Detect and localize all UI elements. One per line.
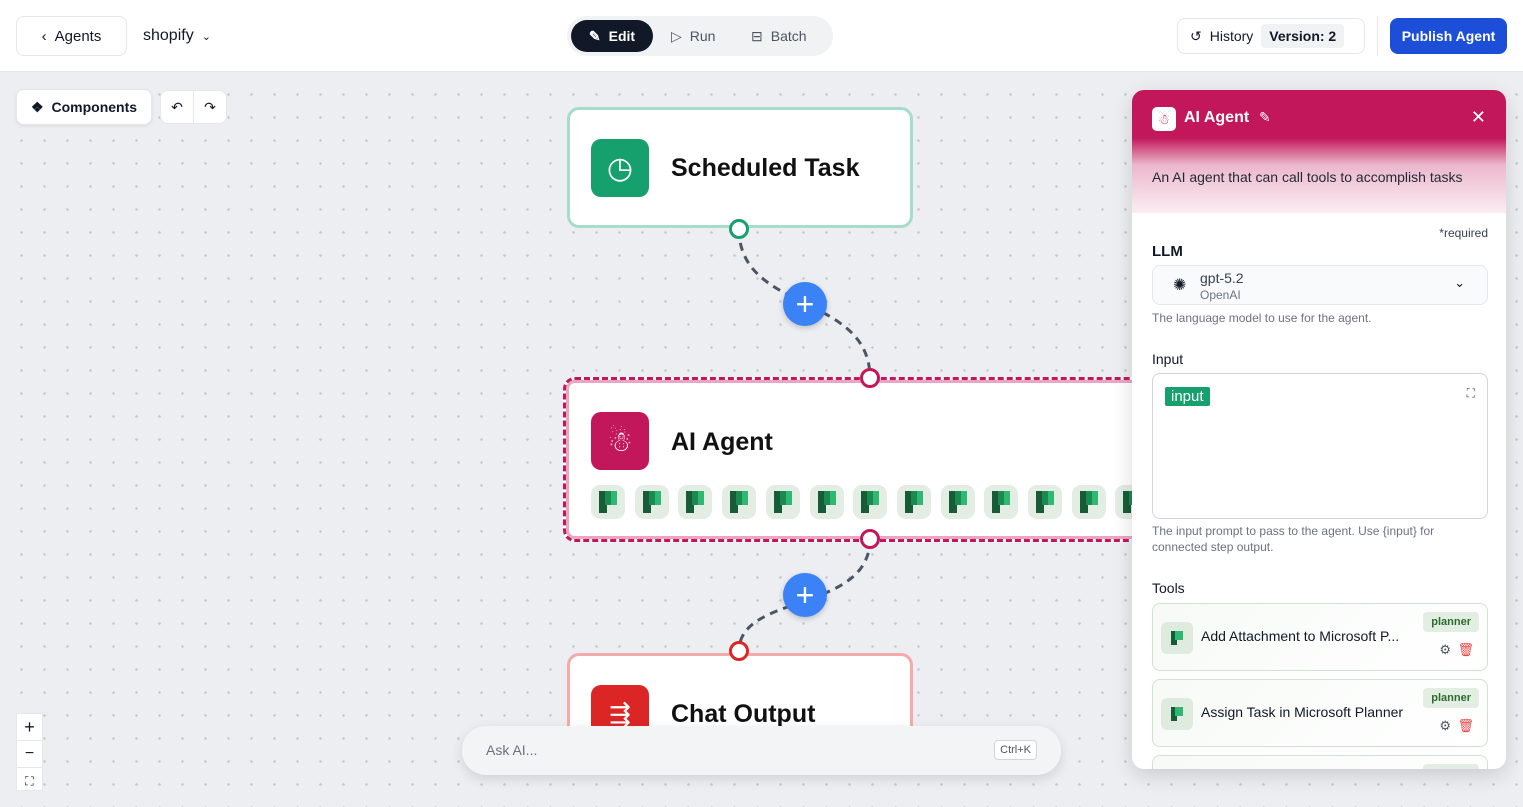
panel-title: AI Agent — [1184, 109, 1250, 126]
project-selector[interactable]: shopify ⌄ — [143, 16, 211, 56]
back-to-agents-button[interactable]: ‹ Agents — [16, 16, 127, 56]
llm-hint: The language model to use for the agent. — [1152, 311, 1372, 325]
required-note: *required — [1439, 226, 1488, 240]
gear-icon[interactable]: ⚙ — [1439, 642, 1451, 657]
planner-tool-icon[interactable] — [678, 485, 713, 519]
node-title: Chat Output — [671, 700, 816, 728]
tab-run-label: Run — [689, 28, 716, 44]
planner-tool-icon[interactable] — [896, 485, 931, 519]
tab-edit[interactable]: ✎ Edit — [571, 20, 653, 52]
undo-icon[interactable]: ↶ — [161, 91, 194, 123]
planner-tool-icon[interactable] — [722, 485, 757, 519]
node-scheduled-task[interactable]: ◷ Scheduled Task — [567, 107, 913, 228]
panel-description: An AI agent that can call tools to accom… — [1152, 169, 1463, 185]
planner-tool-icon[interactable] — [634, 485, 669, 519]
trash-icon[interactable]: 🗑 — [1457, 642, 1474, 657]
clock-icon: ◷ — [591, 139, 649, 197]
input-token: input — [1165, 387, 1210, 406]
output-handle[interactable] — [860, 529, 880, 549]
node-title: AI Agent — [671, 428, 773, 456]
tab-edit-label: Edit — [608, 28, 636, 44]
top-bar: ‹ Agents shopify ⌄ ✎ Edit ▷ Run ⊟ Batch ↺ Hist… — [0, 0, 1523, 72]
planner-icon — [1161, 622, 1193, 654]
tool-badge — [1423, 764, 1479, 769]
pencil-icon: ✎ — [588, 27, 601, 44]
tool-name: Assign Task in Microsoft Planner — [1201, 704, 1404, 720]
node-ai-agent[interactable]: ☃ AI Agent — [563, 377, 1163, 542]
add-step-button[interactable]: + — [783, 573, 827, 617]
planner-tool-icon[interactable] — [940, 485, 975, 519]
tool-badge: planner — [1423, 612, 1479, 632]
planner-icon — [1161, 698, 1193, 730]
planner-tool-icon[interactable] — [984, 485, 1019, 519]
shortcut-badge: Ctrl+K — [994, 740, 1037, 760]
project-name: shopify — [143, 27, 194, 44]
chevron-down-icon: ⌄ — [1454, 275, 1465, 290]
robot-icon: ☃ — [591, 412, 649, 470]
history-label: History — [1209, 28, 1254, 44]
tool-badge: planner — [1423, 688, 1479, 708]
openai-icon: ✺ — [1173, 277, 1187, 294]
components-button[interactable]: ❖ Components — [16, 89, 152, 125]
output-handle[interactable] — [729, 219, 749, 239]
add-step-button[interactable]: + — [783, 282, 827, 326]
tool-card[interactable] — [1152, 755, 1488, 769]
tab-batch-label: Batch — [770, 28, 807, 44]
llm-select[interactable]: ✺ gpt-5.2 OpenAI ⌄ — [1152, 265, 1488, 305]
publish-agent-button[interactable]: Publish Agent — [1390, 18, 1507, 54]
ask-ai-input[interactable]: Ask AI... — [486, 742, 538, 758]
chevron-down-icon: ⌄ — [201, 30, 211, 43]
divider — [1377, 16, 1378, 56]
gear-icon[interactable]: ⚙ — [1439, 718, 1451, 733]
tab-run[interactable]: ▷ Run — [671, 20, 715, 52]
redo-icon[interactable]: ↷ — [204, 98, 216, 115]
node-settings-panel: ☃ AI Agent ✎ ✕ An AI agent that can call… — [1132, 90, 1506, 769]
mode-switcher: ✎ Edit ▷ Run ⊟ Batch — [567, 16, 833, 56]
planner-tool-icon[interactable] — [591, 485, 625, 519]
zoom-out-button[interactable]: − — [17, 741, 42, 768]
undo-redo-group: ↶ ↷ — [160, 90, 227, 124]
play-icon: ▷ — [671, 27, 682, 44]
back-label: Agents — [54, 27, 102, 45]
history-icon: ↺ — [1190, 27, 1202, 44]
tool-card[interactable]: Add Attachment to Microsoft P... planner… — [1152, 603, 1488, 671]
trash-icon[interactable]: 🗑 — [1457, 718, 1474, 733]
input-editor[interactable]: input ⛶ — [1152, 373, 1488, 519]
zoom-controls: + − ⛶ — [16, 713, 43, 791]
planner-tool-icon[interactable] — [853, 485, 888, 519]
input-hint: The input prompt to pass to the agent. U… — [1152, 524, 1435, 554]
planner-tool-icon[interactable] — [1028, 485, 1062, 519]
robot-icon: ☃ — [1152, 107, 1176, 131]
close-icon[interactable]: ✕ — [1470, 107, 1486, 127]
planner-tool-icon[interactable] — [765, 485, 800, 519]
input-handle[interactable] — [729, 641, 749, 661]
planner-tool-icon[interactable] — [1071, 485, 1106, 519]
edit-title-icon[interactable]: ✎ — [1259, 109, 1271, 125]
batch-icon: ⊟ — [751, 27, 763, 44]
ask-ai-bar[interactable]: Ask AI... Ctrl+K — [462, 726, 1061, 775]
chevron-left-icon: ‹ — [41, 27, 47, 45]
expand-icon[interactable]: ⛶ — [1466, 386, 1475, 400]
tab-batch[interactable]: ⊟ Batch — [751, 20, 807, 52]
llm-label: LLM — [1152, 243, 1183, 260]
fit-view-icon[interactable]: ⛶ — [25, 774, 34, 788]
planner-tool-icon[interactable] — [809, 485, 844, 519]
llm-model: gpt-5.2 — [1200, 270, 1244, 286]
components-icon: ❖ — [30, 98, 44, 115]
tools-label: Tools — [1152, 580, 1185, 596]
version-badge: Version: 2 — [1261, 24, 1345, 48]
history-button[interactable]: ↺ History Version: 2 — [1177, 18, 1365, 54]
input-label: Input — [1152, 351, 1184, 367]
zoom-in-button[interactable]: + — [17, 714, 42, 741]
node-title: Scheduled Task — [671, 154, 860, 182]
components-label: Components — [51, 99, 138, 115]
input-handle[interactable] — [860, 368, 880, 388]
tool-name: Add Attachment to Microsoft P... — [1201, 628, 1400, 644]
llm-provider: OpenAI — [1200, 288, 1241, 302]
panel-header: ☃ AI Agent ✎ ✕ An AI agent that can call… — [1132, 90, 1506, 213]
tool-card[interactable]: Assign Task in Microsoft Planner planner… — [1152, 679, 1488, 747]
